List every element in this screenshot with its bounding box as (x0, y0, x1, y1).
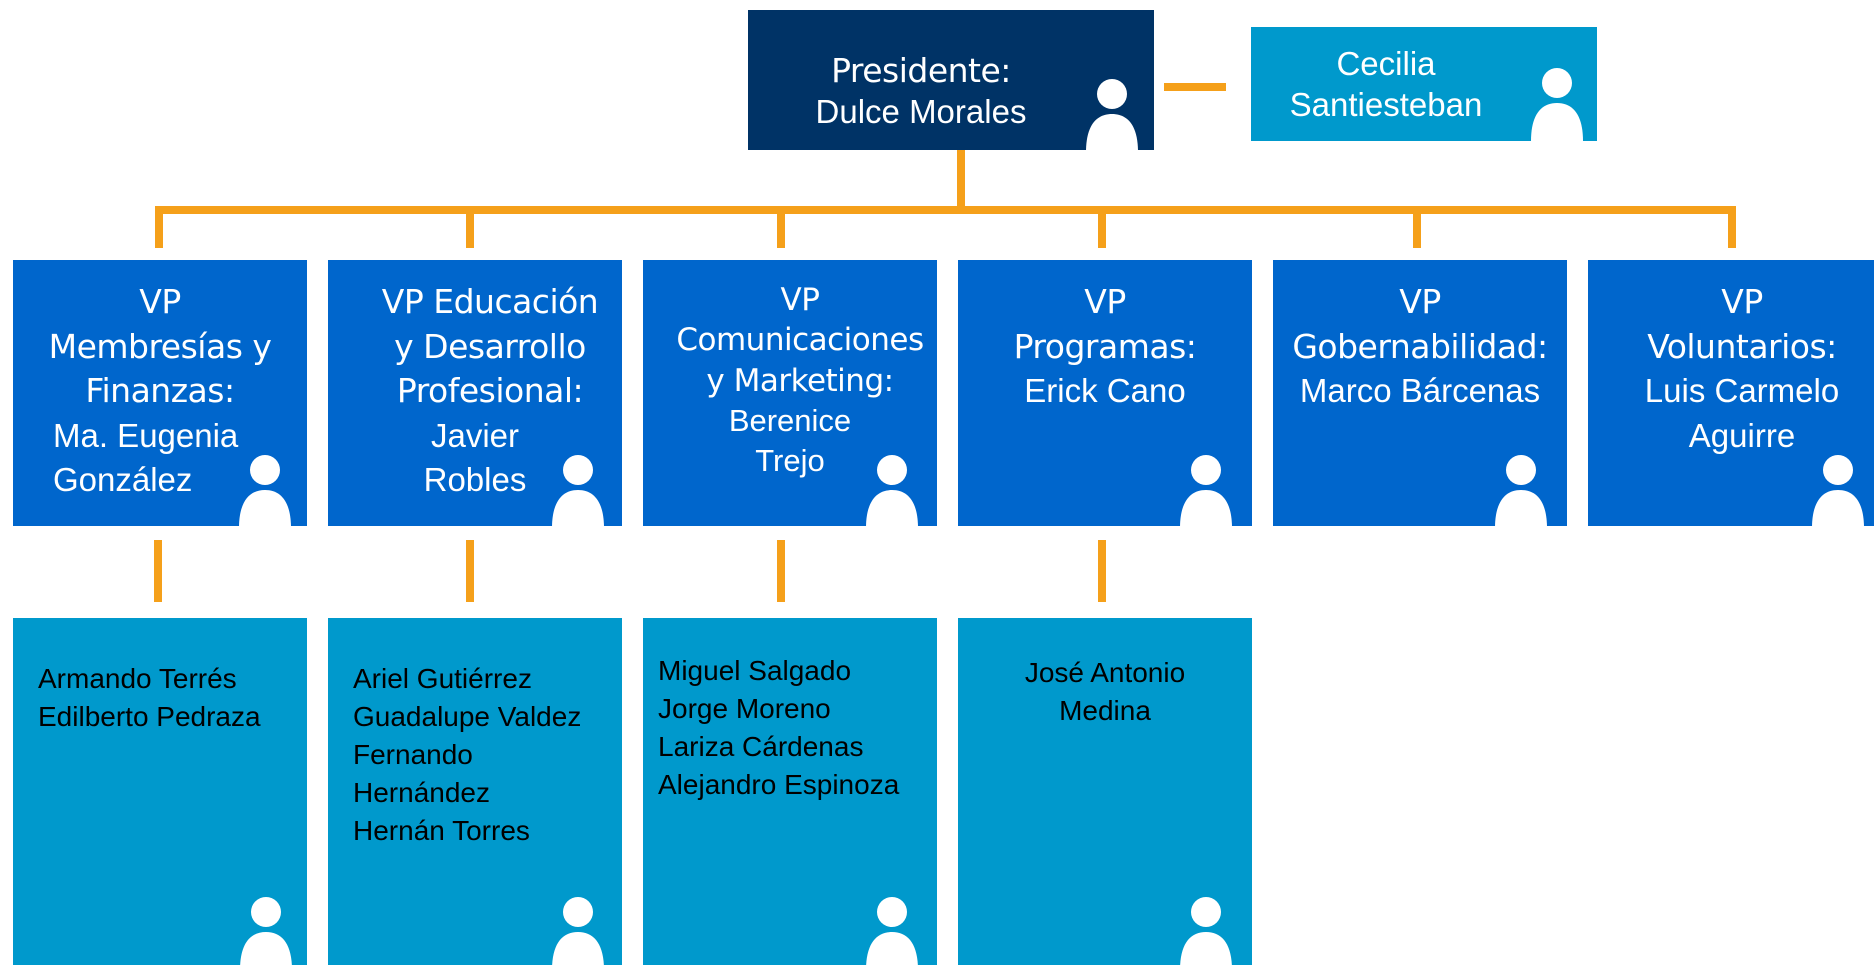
team-box-comunicaciones: Miguel Salgado Jorge Moreno Lariza Cárde… (643, 618, 937, 965)
connector-vp-bus (155, 206, 1733, 214)
team-member: José Antonio (1024, 657, 1186, 688)
connector-team-drop (466, 540, 474, 602)
vp-title-line: Profesional: (396, 371, 584, 411)
vp-name-line: Berenice (728, 402, 852, 438)
connector-vp-drop (1413, 206, 1421, 248)
vp-name-line: González (53, 461, 193, 499)
vp-title-line: Voluntarios: (1647, 326, 1837, 366)
vp-box-programas: VP Programas: Erick Cano (958, 260, 1252, 526)
assistant-box: Cecilia Santiesteban (1251, 27, 1597, 141)
team-member: Edilberto Pedraza (38, 701, 261, 733)
team-member: Lariza Cárdenas (658, 731, 864, 763)
team-member: Guadalupe Valdez (353, 701, 582, 733)
person-icon (1495, 455, 1547, 526)
person-icon (239, 455, 291, 526)
team-member: Hernández (353, 777, 490, 809)
team-member: Armando Terrés (38, 663, 237, 694)
vp-box-comunicaciones: VP Comunicaciones y Marketing: Berenice … (643, 260, 937, 526)
connector-president-trunk (957, 150, 965, 210)
vp-name-line: Erick Cano (1024, 372, 1186, 410)
vp-box-gobernabilidad: VP Gobernabilidad: Marco Bárcenas (1273, 260, 1567, 526)
vp-title-line: VP (780, 282, 820, 318)
vp-title-line: Comunicaciones (676, 322, 924, 359)
team-box-educacion: Ariel Gutiérrez Guadalupe Valdez Fernand… (328, 618, 622, 965)
vp-title-line: Programas: (1013, 326, 1197, 366)
person-icon (552, 455, 604, 526)
connector-vp-drop (1098, 206, 1106, 248)
vp-box-educacion: VP Educación y Desarrollo Profesional: J… (328, 260, 622, 526)
team-member: Jorge Moreno (658, 693, 831, 725)
team-box-membresias: Armando Terrés Edilberto Pedraza (13, 618, 307, 965)
person-icon (1812, 455, 1864, 526)
person-icon (552, 897, 604, 965)
vp-title-line: VP Educación (381, 282, 599, 321)
person-icon (866, 455, 918, 526)
connector-team-drop (777, 540, 785, 602)
vp-title-line: Membresías y (48, 326, 272, 366)
assistant-name-line: Cecilia (1336, 45, 1436, 82)
vp-title-line: VP (1721, 282, 1763, 321)
vp-title-line: VP (139, 282, 181, 321)
vp-title-line: Gobernabilidad: (1292, 326, 1548, 366)
team-member: Miguel Salgado (658, 655, 852, 686)
vp-title-line: VP (1084, 282, 1126, 321)
connector-team-drop (154, 540, 162, 602)
president-box: Presidente: Dulce Morales (748, 10, 1154, 150)
vp-name-line: Ma. Eugenia (53, 416, 239, 454)
vp-name-line: Marco Bárcenas (1299, 372, 1541, 410)
person-icon (1180, 897, 1232, 965)
vp-title-line: y Marketing: (706, 362, 894, 399)
person-icon (1531, 68, 1583, 141)
vp-title-line: VP (1399, 282, 1441, 321)
team-member: Hernán Torres (353, 815, 530, 847)
person-icon (1086, 79, 1138, 150)
person-icon (240, 897, 292, 965)
vp-name-line: Javier (430, 416, 520, 454)
vp-title-line: y Desarrollo (394, 326, 586, 366)
team-box-programas: José Antonio Medina (958, 618, 1252, 965)
vp-name-line: Trejo (755, 443, 825, 479)
connector-vp-drop (155, 206, 163, 248)
vp-box-voluntarios: VP Voluntarios: Luis Carmelo Aguirre (1588, 260, 1874, 526)
connector-vp-drop (1728, 206, 1736, 248)
connector-vp-drop (777, 206, 785, 248)
vp-name-line: Aguirre (1688, 416, 1796, 454)
vp-name-line: Luis Carmelo (1644, 372, 1840, 410)
connector-president-assistant (1164, 83, 1226, 91)
person-icon (866, 897, 918, 965)
team-member: Medina (1059, 695, 1151, 727)
team-member: Ariel Gutiérrez (353, 663, 532, 694)
assistant-name-line: Santiesteban (1289, 86, 1483, 124)
president-title: Presidente: (831, 51, 1011, 90)
connector-team-drop (1098, 540, 1106, 602)
team-member: Fernando (353, 739, 473, 771)
person-icon (1180, 455, 1232, 526)
connector-vp-drop (466, 206, 474, 248)
vp-box-membresias: VP Membresías y Finanzas: Ma. Eugenia Go… (13, 260, 307, 526)
team-member: Alejandro Espinoza (658, 769, 900, 801)
president-name: Dulce Morales (815, 93, 1027, 131)
vp-name-line: Robles (423, 461, 527, 499)
vp-title-line: Finanzas: (85, 371, 235, 411)
